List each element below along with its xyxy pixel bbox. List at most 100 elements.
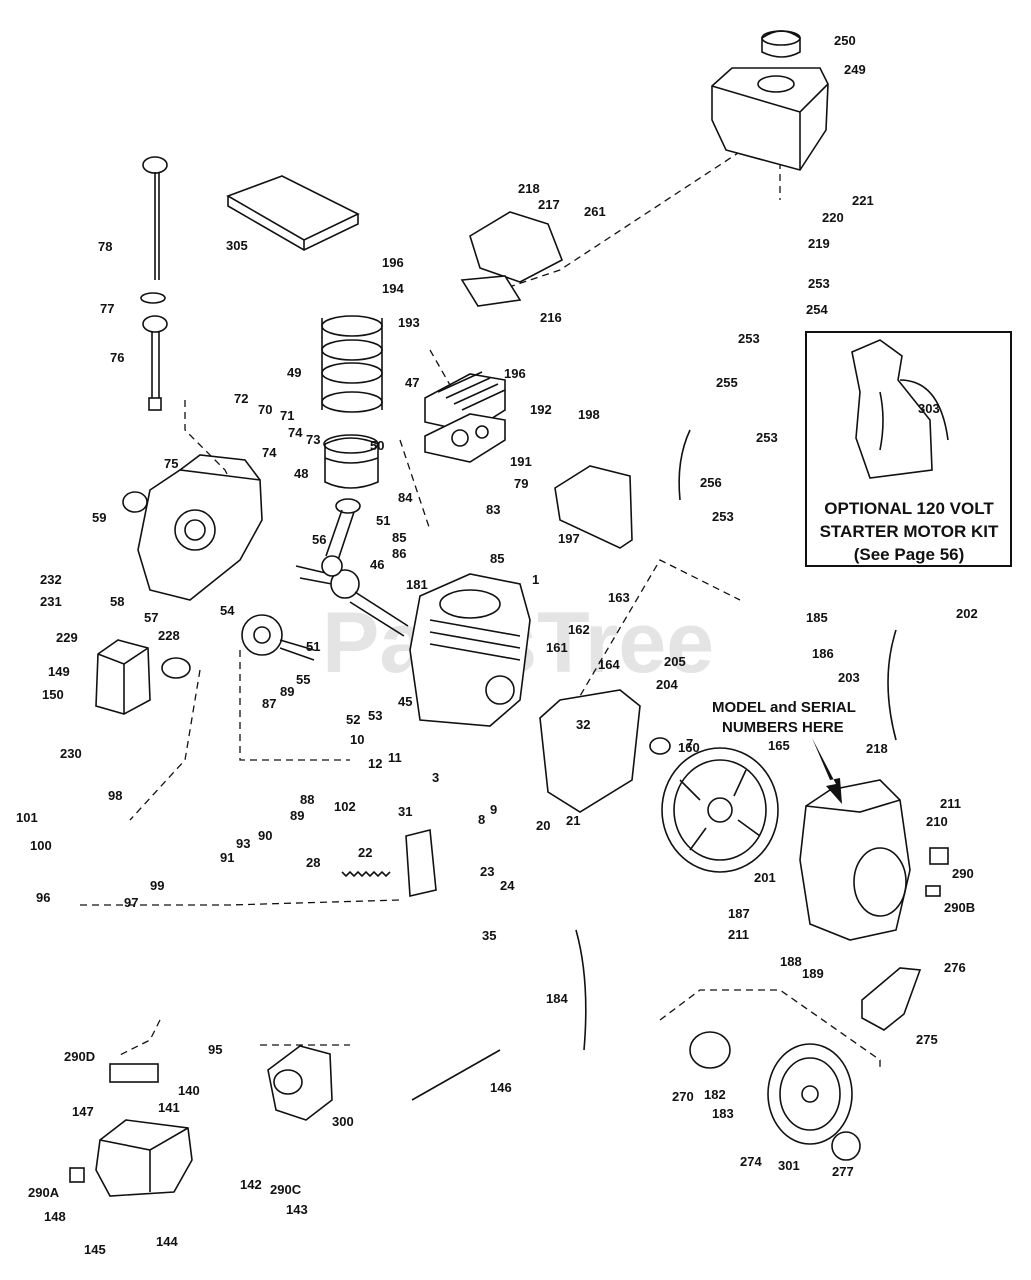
- part-label: 145: [84, 1242, 106, 1257]
- part-label: 1: [532, 572, 539, 587]
- part-label: 74: [262, 445, 277, 460]
- part-label: 24: [500, 878, 515, 893]
- muffler-gasket-228: [161, 657, 191, 679]
- part-label: 290A: [28, 1185, 60, 1200]
- part-label: 165: [768, 738, 790, 753]
- head-gasket: [424, 413, 506, 463]
- starter-wire-203: [887, 629, 897, 741]
- part-label: 89: [290, 808, 304, 823]
- part-label: 147: [72, 1104, 94, 1119]
- part-label: 28: [306, 855, 320, 870]
- part-label: 72: [234, 391, 248, 406]
- part-label: 75: [164, 456, 178, 471]
- part-label: 290B: [944, 900, 975, 915]
- fuel-cap: [761, 30, 801, 58]
- part-label: 231: [40, 594, 62, 609]
- fuel-tank: [711, 67, 829, 171]
- part-label: 74: [288, 425, 303, 440]
- part-label: 79: [514, 476, 528, 491]
- part-label: 162: [568, 622, 590, 637]
- part-label: 58: [110, 594, 124, 609]
- part-label: 21: [566, 813, 580, 828]
- part-label: 51: [376, 513, 390, 528]
- part-label: 184: [546, 991, 568, 1006]
- part-label: 182: [704, 1087, 726, 1102]
- crankshaft: [295, 565, 409, 637]
- air-filter: [226, 175, 360, 251]
- part-label: 183: [712, 1106, 734, 1121]
- part-label: 140: [178, 1083, 200, 1098]
- part-label: 89: [280, 684, 294, 699]
- part-label: 88: [300, 792, 314, 807]
- part-label: 50: [370, 438, 384, 453]
- part-label: 192: [530, 402, 552, 417]
- part-label: 198: [578, 407, 600, 422]
- governor-spring-28: [341, 870, 391, 878]
- piston-rings: [321, 315, 383, 413]
- decal-290: [929, 847, 949, 865]
- part-label: 275: [916, 1032, 938, 1047]
- part-label: 253: [808, 276, 830, 291]
- part-label: 220: [822, 210, 844, 225]
- part-label: 98: [108, 788, 122, 803]
- part-label: 86: [392, 546, 406, 561]
- flywheel-washer-7: [649, 737, 671, 755]
- part-label: 210: [926, 814, 948, 829]
- part-label: 9: [490, 802, 497, 817]
- part-label: 143: [286, 1202, 308, 1217]
- part-label: 59: [92, 510, 106, 525]
- part-label: 87: [262, 696, 276, 711]
- choke-rod-146: [411, 1049, 501, 1101]
- part-label: 90: [258, 828, 272, 843]
- starter-cover-277: [831, 1131, 861, 1161]
- part-label: 193: [398, 315, 420, 330]
- part-label: 187: [728, 906, 750, 921]
- decal-290d: [109, 1063, 159, 1083]
- part-label: 255: [716, 375, 738, 390]
- part-label: 191: [510, 454, 532, 469]
- part-label: 12: [368, 756, 382, 771]
- part-label: 305: [226, 238, 248, 253]
- part-label: 141: [158, 1100, 180, 1115]
- part-label: 221: [852, 193, 874, 208]
- part-label: 48: [294, 466, 308, 481]
- part-label: 163: [608, 590, 630, 605]
- part-label: 31: [398, 804, 412, 819]
- governor-lever: [405, 828, 437, 897]
- part-label: 11: [388, 750, 402, 765]
- part-label: 76: [110, 350, 124, 365]
- part-label: 148: [44, 1209, 66, 1224]
- part-label: 186: [812, 646, 834, 661]
- part-label: 45: [398, 694, 412, 709]
- part-label: 216: [540, 310, 562, 325]
- camshaft-gear: [241, 614, 315, 661]
- part-label: 253: [756, 430, 778, 445]
- flywheel: [661, 747, 779, 873]
- model-note-line2: NUMBERS HERE: [722, 719, 844, 736]
- part-label: 83: [486, 502, 500, 517]
- part-label: 54: [220, 603, 235, 618]
- part-label: 290C: [270, 1182, 302, 1197]
- part-label: 70: [258, 402, 272, 417]
- oil-seal-59: [122, 491, 148, 513]
- part-label: 211: [728, 927, 749, 942]
- part-label: 230: [60, 746, 82, 761]
- part-label: 196: [382, 255, 404, 270]
- part-label: 150: [42, 687, 64, 702]
- carburetor: [267, 1045, 333, 1121]
- part-label: 274: [740, 1154, 762, 1169]
- part-label: 146: [490, 1080, 512, 1095]
- part-label: 3: [432, 770, 439, 785]
- part-label: 253: [712, 509, 734, 524]
- part-label: 249: [844, 62, 866, 77]
- part-label: 218: [866, 741, 888, 756]
- part-label: 91: [220, 850, 234, 865]
- fuel-line-256: [678, 429, 691, 501]
- part-label: 228: [158, 628, 180, 643]
- kit-line2: STARTER MOTOR KIT: [820, 522, 999, 541]
- model-note-line1: MODEL and SERIAL: [712, 699, 856, 716]
- part-label: 301: [778, 1158, 800, 1173]
- part-label: 261: [584, 204, 606, 219]
- muffler: [95, 639, 151, 715]
